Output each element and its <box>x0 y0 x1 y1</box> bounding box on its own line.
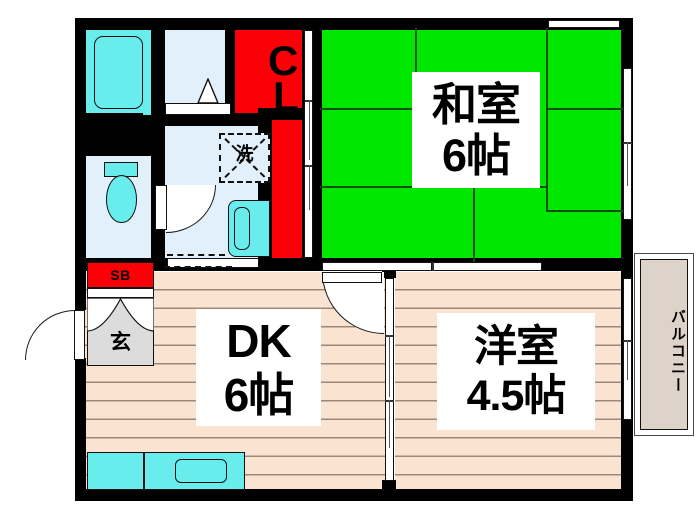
wall-bath-bottom <box>75 113 165 139</box>
washitsu-top-window-icon <box>548 20 620 28</box>
balcony-label-wrap: バルコニー <box>640 259 688 430</box>
wall-genkan-bottom <box>75 358 86 372</box>
wall-toilet-top <box>75 139 165 156</box>
room-label-washitsu-name: 和室 <box>431 79 521 130</box>
wall-closet-left-upper <box>225 18 235 118</box>
wall-yoshitsu-right-bottom <box>621 418 633 500</box>
genkan-step-arc-icon <box>87 298 154 332</box>
room-fill-closet-lower <box>272 28 304 262</box>
room-label-dk: DK 6帖 <box>196 309 321 426</box>
shoe-box-label: SB <box>110 267 131 283</box>
room-label-dk-name: DK <box>226 314 291 367</box>
dk-threshold-dashed <box>164 266 232 268</box>
washing-machine-space-icon <box>219 133 270 183</box>
closet-door-panel-line-2 <box>308 165 310 210</box>
genkan-label: 玄 <box>110 331 131 354</box>
kitchen-stove-divider <box>143 452 145 490</box>
wall-yoshitsu-right-top <box>621 258 633 280</box>
wall-dk-yoshitsu-bottom <box>382 480 396 500</box>
tatami-line-8 <box>473 186 475 264</box>
wall-exterior-top <box>75 18 633 30</box>
bathtub-icon <box>94 36 143 109</box>
dk-yoshitsu-door-panel-line-2 <box>389 400 391 448</box>
washroom-threshold <box>167 254 225 256</box>
room-label-yoshitsu-size: 4.5帖 <box>466 371 567 420</box>
washitsu-bottom-door-left <box>322 262 432 271</box>
wall-washroom-top <box>165 113 272 126</box>
washitsu-bottom-door-right <box>432 262 542 271</box>
room-label-washitsu-size: 6帖 <box>441 130 511 181</box>
bath-door-panel <box>165 103 231 115</box>
shoe-box-icon <box>87 262 154 288</box>
tatami-line-2 <box>546 28 548 210</box>
entrance-door-panel <box>74 310 85 360</box>
closet-door-panel-line-1 <box>308 100 310 160</box>
wall-genkan-left <box>75 262 86 310</box>
washer-label: 洗 <box>235 144 254 164</box>
balcony-label: バルコニー <box>669 309 686 394</box>
closet-label-l: L <box>273 73 299 120</box>
dk-yoshitsu-door-panel-line-1 <box>389 335 391 397</box>
wall-closet-bottom-step <box>258 108 308 120</box>
washitsu-dk-door-panel <box>322 272 382 283</box>
toilet-bowl-icon <box>106 175 137 223</box>
entrance-door-swing-icon <box>25 310 75 360</box>
bath-folding-door-icon <box>196 78 220 104</box>
tatami-line-3 <box>320 108 416 110</box>
toilet-door-panel <box>155 185 167 230</box>
washitsu-bottom-door-rail <box>432 262 434 271</box>
room-label-yoshitsu-name: 洋室 <box>474 322 559 371</box>
room-label-dk-size: 6帖 <box>223 368 295 421</box>
bath-edge-strip <box>143 30 151 115</box>
balcony-outer-frame <box>634 253 694 436</box>
wall-washitsu-left <box>312 18 322 270</box>
wash-basin-inner <box>234 207 250 250</box>
kitchen-sink-basin-icon <box>175 459 227 483</box>
closet-label-c: C <box>268 37 299 84</box>
washitsu-window-mullion <box>627 142 629 186</box>
wall-exterior-left-lower <box>75 370 86 500</box>
balcony-area <box>640 259 688 430</box>
wall-exterior-bottom <box>75 489 633 501</box>
balcony-door-mullion <box>627 340 629 380</box>
tatami-line-7 <box>546 210 625 212</box>
room-label-yoshitsu: 洋室 4.5帖 <box>437 313 595 430</box>
room-label-washitsu: 和室 6帖 <box>412 72 540 188</box>
shoe-box-base <box>87 288 154 298</box>
wall-bath-right <box>151 18 165 118</box>
tatami-line-4 <box>546 108 625 110</box>
